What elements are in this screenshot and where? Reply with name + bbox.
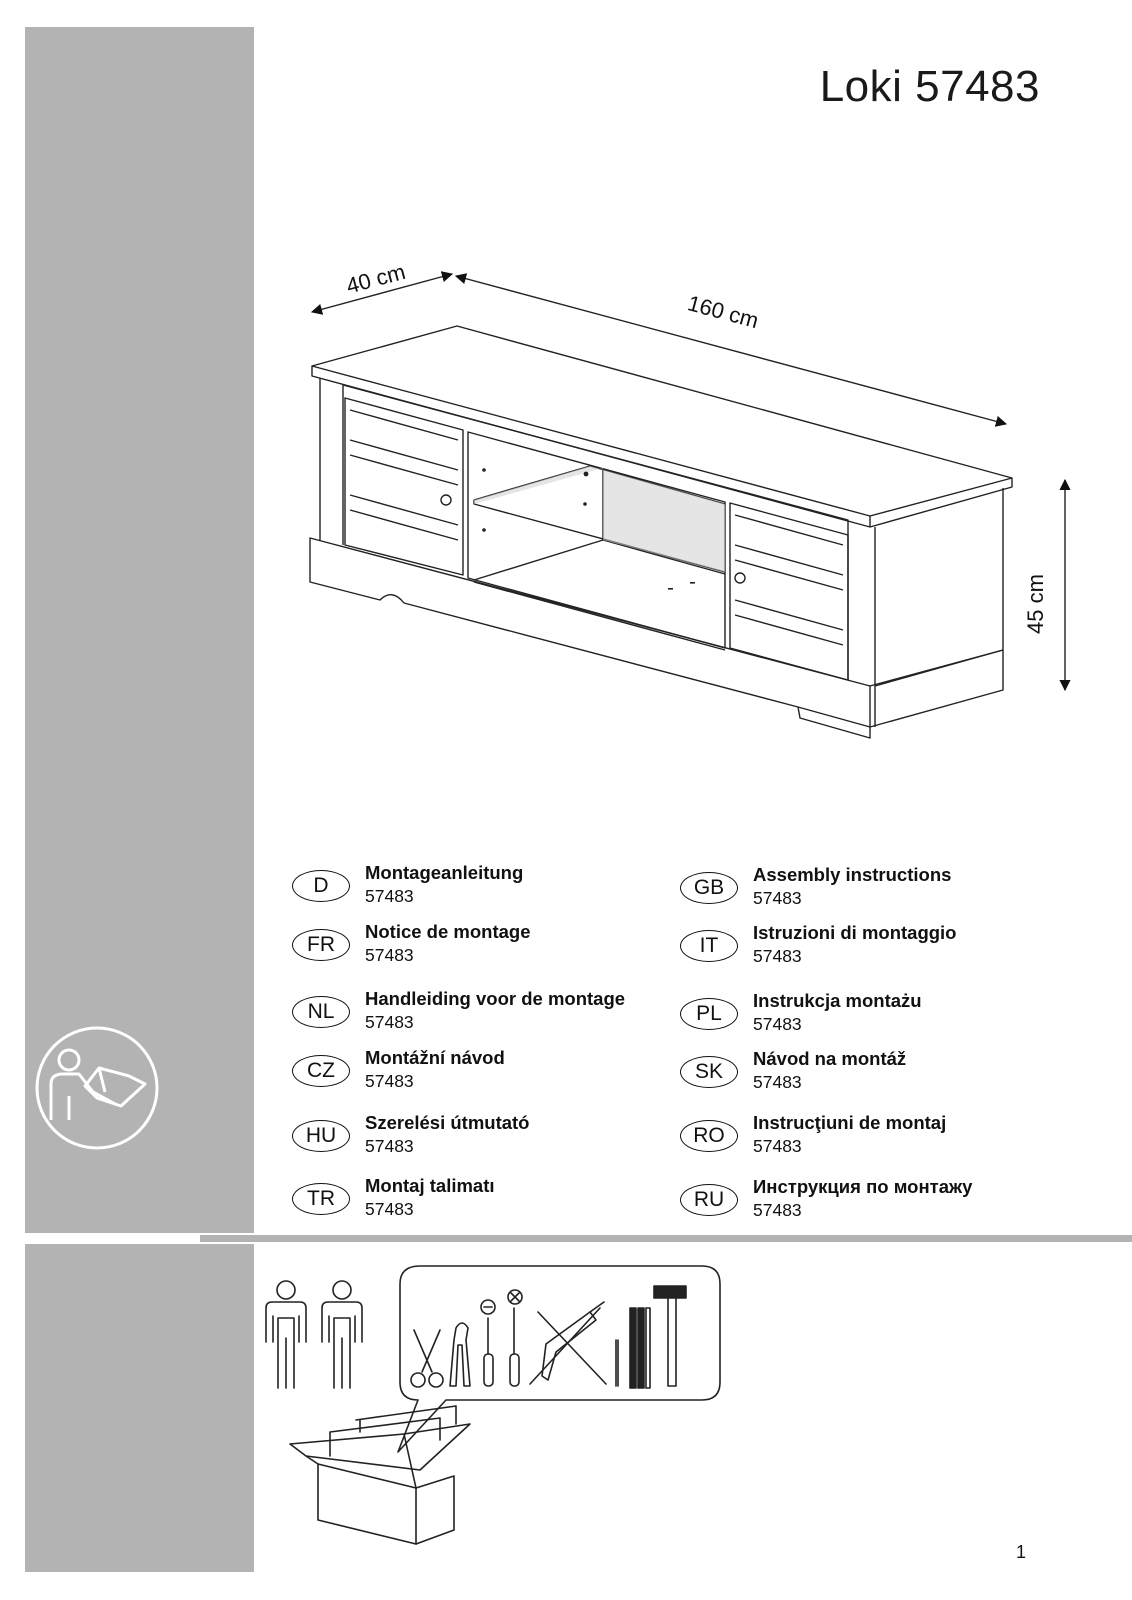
language-badge: D xyxy=(292,870,350,902)
language-badge: RO xyxy=(680,1120,738,1152)
language-badge: HU xyxy=(292,1120,350,1152)
language-badge: CZ xyxy=(292,1055,350,1087)
phillips-screwdriver-icon xyxy=(507,1289,523,1387)
width-label: 160 cm xyxy=(685,290,761,333)
language-title: Montageanleitung xyxy=(365,862,524,883)
hammer-icon xyxy=(653,1285,687,1387)
required-tools-illustration xyxy=(265,1265,721,1545)
article-number: 57483 xyxy=(753,1072,802,1092)
article-number: 57483 xyxy=(753,888,802,908)
flat-screwdriver-icon xyxy=(480,1299,496,1387)
drill-not-allowed-icon xyxy=(529,1301,607,1385)
language-title: Notice de montage xyxy=(365,921,531,942)
language-title: Инструкция по монтажу xyxy=(753,1176,973,1197)
language-badge: FR xyxy=(292,929,350,961)
language-title: Handleiding voor de montage xyxy=(365,988,626,1009)
language-badge: PL xyxy=(680,998,738,1030)
depth-label: 40 cm xyxy=(344,259,408,299)
language-title: Montážní návod xyxy=(365,1047,505,1068)
toolbox-icon xyxy=(289,1405,471,1545)
article-number: 57483 xyxy=(365,886,414,906)
sidebar-panel-bottom xyxy=(25,1244,254,1572)
article-number: 57483 xyxy=(365,1136,414,1156)
read-manual-icon xyxy=(35,1026,159,1150)
scissors-icon xyxy=(410,1329,444,1388)
depth-dimension-line xyxy=(310,271,454,315)
article-number: 57483 xyxy=(753,946,802,966)
language-badge: NL xyxy=(292,996,350,1028)
language-title: Assembly instructions xyxy=(753,864,952,885)
article-number: 57483 xyxy=(365,1012,414,1032)
language-title: Istruzioni di montaggio xyxy=(753,922,957,943)
language-title: Instrucţiuni de montaj xyxy=(753,1112,947,1133)
article-number: 57483 xyxy=(753,1014,802,1034)
language-badge: SK xyxy=(680,1056,738,1088)
person-icon xyxy=(265,1280,307,1389)
language-badge: RU xyxy=(680,1184,738,1216)
pencil-icon xyxy=(615,1339,619,1387)
page-title: Loki 57483 xyxy=(819,62,1040,111)
language-badge: IT xyxy=(680,930,738,962)
article-number: 57483 xyxy=(365,945,414,965)
pincers-icon xyxy=(449,1322,471,1387)
language-title: Szerelési útmutató xyxy=(365,1112,530,1133)
width-dimension-line xyxy=(454,273,1008,427)
article-number: 57483 xyxy=(365,1199,414,1219)
article-number: 57483 xyxy=(365,1071,414,1091)
tv-stand-illustration: 40 cm 160 cm 45 cm xyxy=(309,259,1071,739)
divider-gap xyxy=(25,1235,200,1242)
divider-line xyxy=(200,1235,1132,1242)
language-badge: TR xyxy=(292,1183,350,1215)
language-badge: GB xyxy=(680,872,738,904)
language-title: Návod na montáž xyxy=(753,1048,907,1069)
article-number: 57483 xyxy=(753,1200,802,1220)
person-icon xyxy=(321,1280,363,1389)
height-label: 45 cm xyxy=(1023,574,1048,634)
sidebar-panel-top xyxy=(25,27,254,1233)
language-title: Instrukcja montażu xyxy=(753,990,922,1011)
language-title: Montaj talimatı xyxy=(365,1175,495,1196)
page-number: 1 xyxy=(1016,1542,1027,1562)
article-number: 57483 xyxy=(753,1136,802,1156)
